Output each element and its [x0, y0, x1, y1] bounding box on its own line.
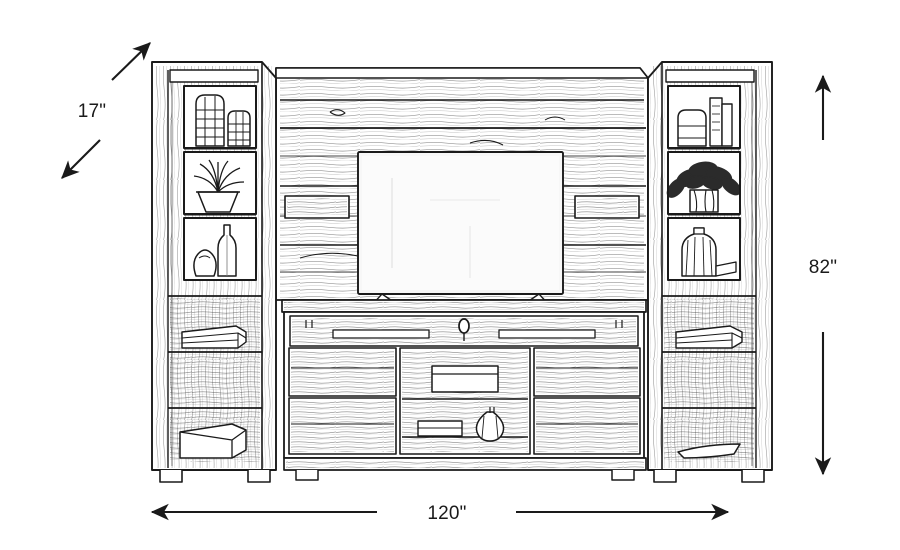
console-center-opening	[399, 347, 531, 455]
left-pier-foot-inner	[247, 470, 271, 483]
drawer-pull-right[interactable]	[498, 329, 596, 339]
television	[357, 151, 564, 306]
decor-books-right-upper	[709, 97, 733, 147]
depth-arrow-upper	[111, 42, 151, 81]
width-label: 120"	[427, 503, 466, 524]
console-top-drawer[interactable]	[289, 315, 639, 347]
console-left-drawers[interactable]	[288, 347, 397, 455]
decor-book-stack-left	[181, 325, 247, 349]
right-pier-open-shelves	[666, 85, 741, 281]
left-pier-open-shelves	[183, 85, 257, 281]
right-pier-foot	[741, 470, 765, 483]
decor-small-box-right	[715, 261, 737, 277]
decor-book-stack-center	[417, 420, 463, 437]
decor-book-stack-right	[675, 325, 743, 349]
drawer-knob-icon[interactable]	[458, 318, 470, 334]
media-console	[281, 299, 647, 481]
decor-shallow-tray-right	[677, 443, 741, 459]
decor-storage-box-left	[179, 423, 247, 459]
height-dimension: 82"	[809, 74, 837, 476]
decor-potted-plant-left	[193, 159, 245, 213]
decor-ginger-jar-right	[681, 227, 717, 277]
left-pier	[151, 61, 277, 483]
drawer-pull-left[interactable]	[332, 329, 430, 339]
decor-storage-box	[431, 365, 499, 393]
height-label: 82"	[809, 257, 837, 278]
decor-gourd-vase	[475, 407, 505, 442]
right-pier-foot-inner	[653, 470, 677, 483]
console-foot-right	[611, 470, 635, 481]
width-dimension: 120"	[150, 503, 730, 524]
decor-bottle-vase-left	[217, 224, 237, 277]
left-pier-lower-shelves	[168, 295, 262, 462]
decor-round-vase-left	[193, 249, 217, 277]
depth-label: 17"	[78, 101, 106, 122]
depth-dimension: 17"	[61, 42, 151, 179]
decor-tall-vase-left	[227, 110, 251, 147]
console-foot-left	[295, 470, 319, 481]
right-pier	[647, 61, 773, 483]
wall-unit	[151, 61, 773, 483]
left-pier-foot	[159, 470, 183, 483]
decor-jar-vase-right	[677, 109, 707, 147]
console-right-drawers[interactable]	[533, 347, 641, 455]
right-pier-lower-shelves	[662, 295, 756, 462]
decor-lattice-vase	[195, 94, 225, 147]
depth-arrow-lower	[61, 139, 101, 179]
decor-leafy-plant-right	[666, 161, 741, 213]
